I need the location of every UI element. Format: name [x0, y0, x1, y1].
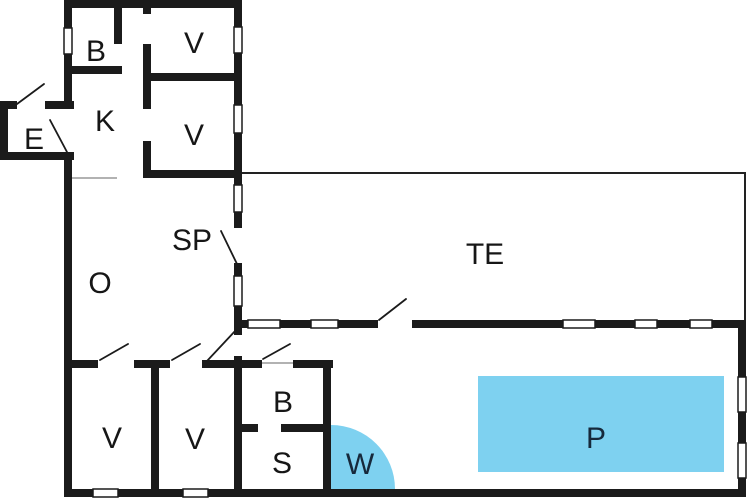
- room-label-bedroom-upper-2: V: [184, 119, 204, 152]
- wall: [64, 360, 98, 368]
- door-opening: [233, 228, 243, 263]
- wall: [151, 360, 159, 497]
- door-swing-line: [16, 83, 45, 105]
- room-label-whirlpool: W: [346, 448, 375, 481]
- room-label-bedroom-upper-1: V: [184, 27, 204, 60]
- window: [92, 488, 119, 498]
- window: [310, 319, 339, 329]
- door-swing-line: [262, 343, 291, 360]
- wall: [0, 101, 17, 109]
- door-opening: [378, 319, 412, 329]
- door-swing-line: [171, 343, 201, 361]
- window: [247, 319, 281, 329]
- room-label-living-room: O: [88, 267, 111, 300]
- door-swing-line: [220, 230, 238, 265]
- wall: [143, 140, 151, 178]
- window: [63, 27, 73, 55]
- wall: [293, 360, 333, 368]
- wall: [234, 320, 746, 328]
- window: [233, 26, 243, 54]
- wall: [72, 66, 122, 74]
- room-label-sauna: S: [272, 447, 292, 480]
- wall: [143, 8, 151, 15]
- room-label-storage: SP: [172, 224, 212, 257]
- room-label-bathroom-upper: B: [86, 35, 106, 68]
- wall: [202, 360, 262, 368]
- window: [737, 442, 747, 479]
- window: [737, 376, 747, 413]
- terrace-outline: [242, 172, 746, 320]
- wall: [45, 101, 74, 109]
- wall: [0, 152, 74, 160]
- water-labels: W P: [346, 422, 606, 481]
- wall: [114, 65, 122, 74]
- window: [233, 104, 243, 134]
- room-label-entrance: E: [24, 123, 44, 156]
- door-opening: [233, 335, 243, 356]
- door-swing-line: [49, 119, 68, 153]
- wall: [114, 8, 122, 45]
- pool-shape: [478, 376, 724, 472]
- window: [689, 319, 713, 329]
- wall: [234, 424, 258, 432]
- door-swing-line: [99, 343, 129, 361]
- door-openings: [113, 14, 412, 356]
- door-swing-line: [378, 298, 407, 321]
- wall: [0, 101, 8, 160]
- window: [233, 275, 243, 307]
- door-opening: [142, 14, 152, 44]
- room-label-kitchen: K: [95, 105, 115, 138]
- wall: [64, 0, 242, 8]
- wall: [281, 424, 331, 432]
- door-swings: [16, 83, 407, 362]
- room-label-bathroom-lower: B: [273, 386, 293, 419]
- room-label-pool: P: [586, 422, 606, 455]
- room-labels: B V V K E SP O TE V V B S: [24, 27, 504, 480]
- wall: [64, 489, 746, 497]
- room-label-bedroom-lower-2: V: [185, 423, 205, 456]
- door-opening: [142, 109, 152, 141]
- door-swing-line: [206, 329, 237, 362]
- windows: [63, 26, 747, 498]
- window: [233, 184, 243, 213]
- wall: [143, 170, 242, 178]
- window: [562, 319, 596, 329]
- threshold-lines: [72, 177, 293, 364]
- wall: [143, 43, 151, 110]
- window: [182, 488, 209, 498]
- window: [634, 319, 658, 329]
- wall: [323, 360, 331, 497]
- water-features: [331, 376, 724, 489]
- door-opening: [113, 44, 123, 66]
- room-label-terrace: TE: [466, 238, 504, 271]
- wall: [143, 73, 242, 81]
- wall: [64, 152, 72, 497]
- room-label-bedroom-lower-1: V: [102, 422, 122, 455]
- whirlpool-shape: [331, 425, 395, 489]
